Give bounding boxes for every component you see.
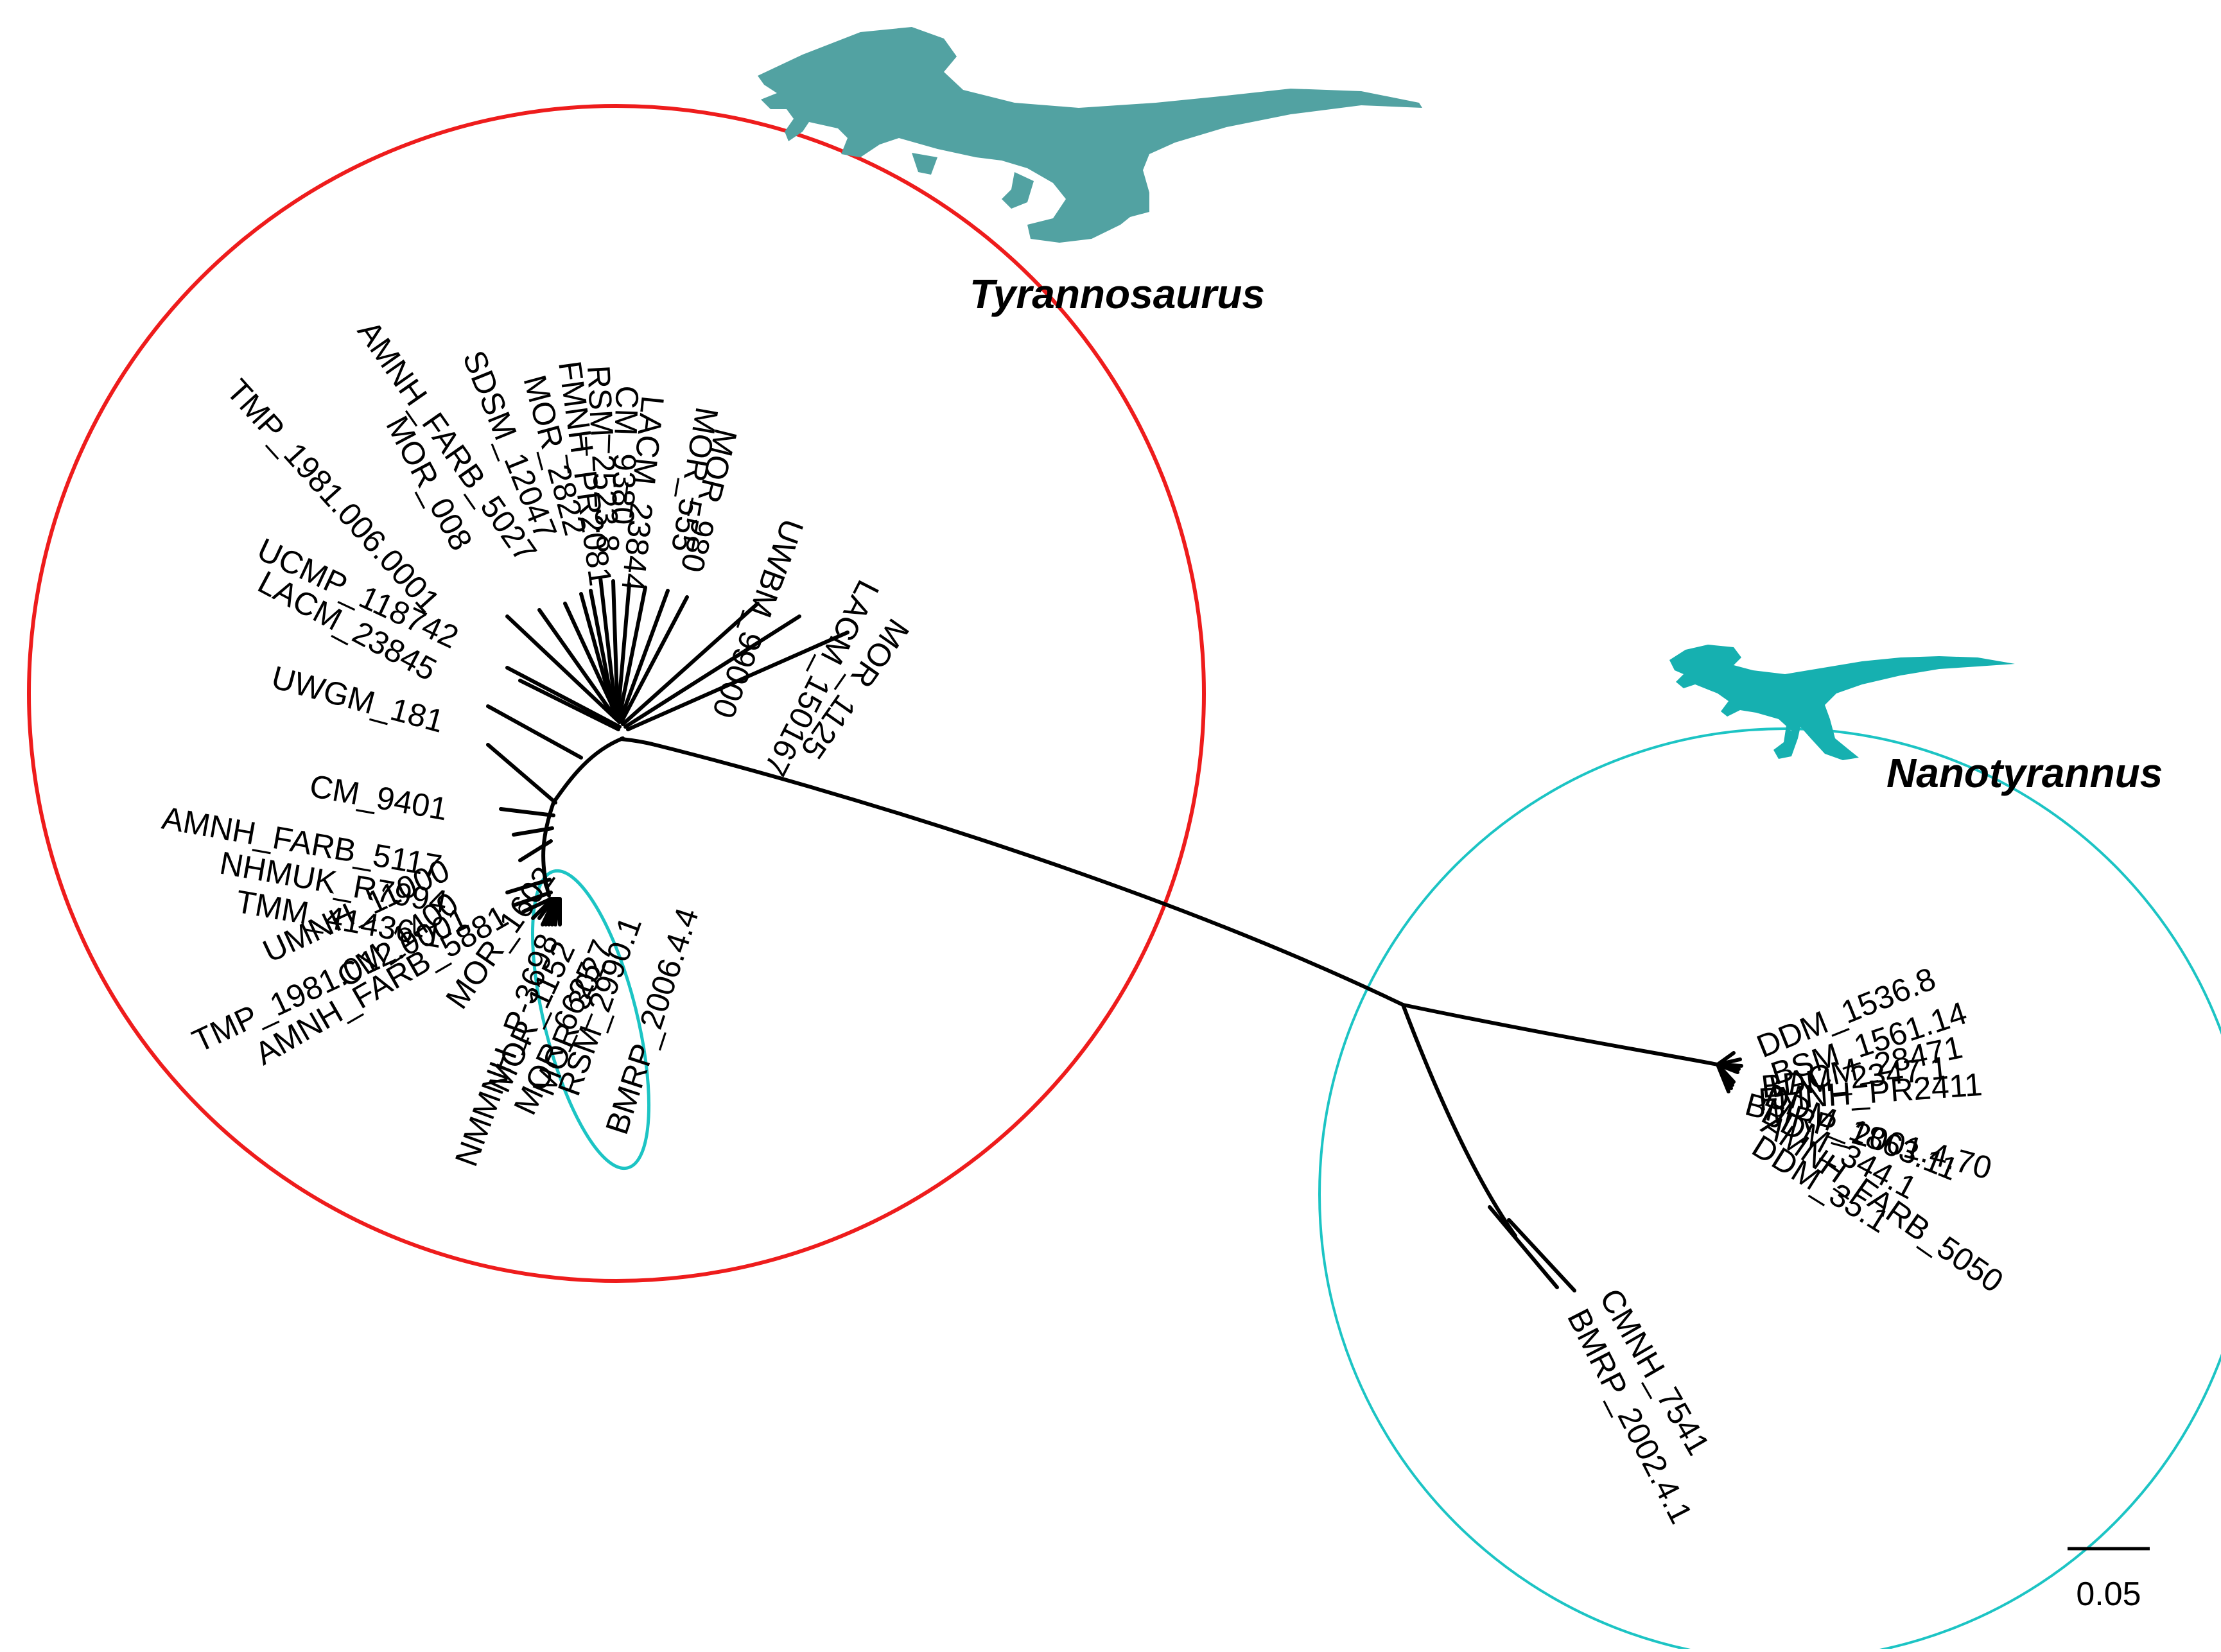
tip-label: CM_9380 bbox=[604, 385, 645, 526]
tyrannosaurus-group-circle bbox=[27, 104, 1206, 1283]
tyrannosaurus-terminal-branch bbox=[589, 589, 617, 720]
nanotyrannus-terminal-branch bbox=[1488, 1205, 1559, 1289]
tyrannosaurus-terminal-branch bbox=[486, 704, 583, 760]
tip-label: CM_9401 bbox=[307, 768, 450, 828]
tyrannosaurus-terminal-branch bbox=[618, 589, 670, 722]
tyrannosaurus-terminal-branch bbox=[617, 586, 647, 721]
tyrannosaurus-lower-stem-branch bbox=[552, 736, 625, 804]
tyrannosaurus-terminal-branch bbox=[611, 579, 620, 720]
tyrannosaurus-terminal-branch bbox=[518, 839, 553, 862]
subclade-highlight-ellipse bbox=[530, 869, 651, 1170]
tyrannosaurus-terminal-branch bbox=[486, 743, 557, 804]
nanotyrannus-group-circle bbox=[1318, 727, 2221, 1652]
central-backbone-branch bbox=[653, 743, 1405, 1007]
tree-branches bbox=[486, 576, 1743, 1292]
tip-labels: TMP_1981.006.0001AMNH_FARB_5027MOR_008SD… bbox=[159, 314, 2010, 1529]
tyrannosaurus-terminal-branch bbox=[620, 595, 689, 724]
tyrannosaurus-terminal-branch bbox=[623, 614, 801, 729]
nanotyrannus-subclade-branch bbox=[1401, 1003, 1720, 1066]
tyrannosaurus-terminal-branch bbox=[521, 897, 553, 914]
tyrannosaurus-terminal-branch bbox=[537, 608, 618, 721]
tyrannosaurus-terminal-branch bbox=[499, 807, 555, 817]
tyrannosaurus-silhouette-icon bbox=[758, 27, 1422, 243]
nanotyrannus-terminal-branch bbox=[1507, 1218, 1576, 1292]
tyrannosaurus-terminal-branch bbox=[616, 582, 631, 720]
tyrannosaurus-terminal-branch bbox=[512, 891, 553, 907]
nanotyrannus-terminal-branch bbox=[1716, 1063, 1730, 1093]
tyrannosaurus-terminal-branch bbox=[626, 630, 849, 731]
tyrannosaurus-terminal-branch bbox=[505, 878, 552, 894]
tyrannosaurus-terminal-branch bbox=[518, 679, 620, 731]
nanotyrannus-silhouette-icon bbox=[1669, 645, 2015, 760]
scale-bar: 0.05 bbox=[2068, 1547, 2150, 1613]
tyrannosaurus-terminal-branch bbox=[512, 826, 554, 837]
tyrannosaurus-terminal-branch bbox=[621, 602, 760, 726]
tyrannosaurus-terminal-branch bbox=[598, 576, 618, 720]
tyrannosaurus-terminal-branch bbox=[505, 614, 622, 724]
scale-bar-label: 0.05 bbox=[2076, 1576, 2141, 1613]
nanotyrannus-group-label: Nanotyrannus bbox=[1886, 750, 2163, 796]
tyrannosaurus-stem-branch bbox=[619, 736, 657, 747]
tyrannosaurus-terminal-branch bbox=[505, 666, 622, 729]
tyrannosaurus-group-label: Tyrannosaurus bbox=[970, 271, 1265, 317]
cmnh-bmrp-stem-branch bbox=[1401, 1003, 1517, 1238]
